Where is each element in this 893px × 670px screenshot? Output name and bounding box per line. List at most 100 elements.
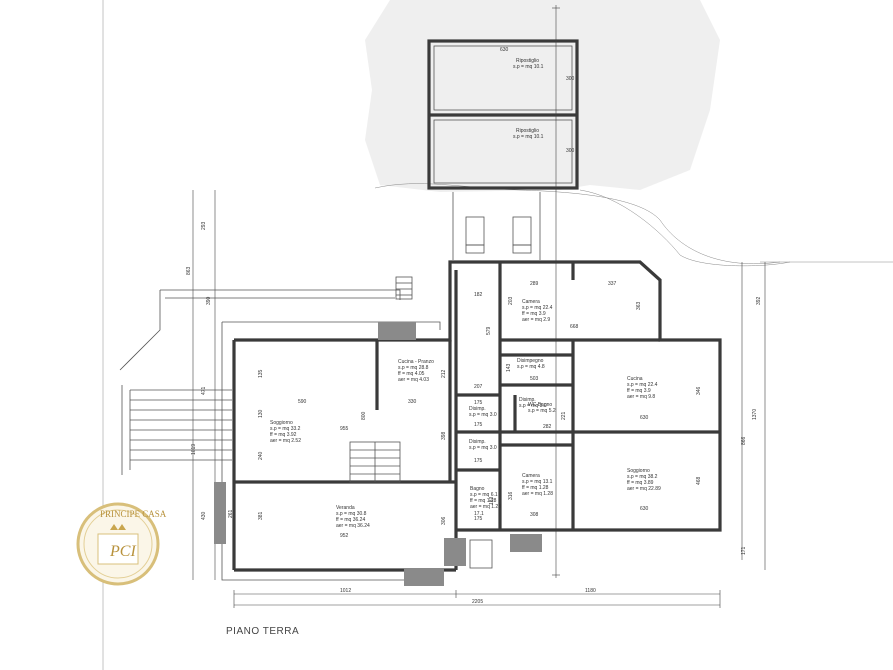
left-terrace (119, 276, 441, 581)
room-name-soggiorno2: Soggiorno (627, 468, 650, 474)
dim-306: 306 (441, 516, 447, 525)
dim-468: 468 (696, 476, 702, 485)
dim-390: 390 (206, 296, 212, 305)
room-aer-soggiorno2: aer = mq 22.89 (627, 486, 661, 492)
terrain-shading (365, 0, 720, 192)
step-block-2 (214, 482, 226, 544)
room-name-disimp4: Disimp. (519, 397, 536, 403)
dim-293: 293 (201, 221, 207, 230)
room-sp-camera1: s.p = mq 22.4 (522, 305, 553, 311)
dim-300b: 300 (566, 148, 575, 154)
dim-863: 863 (186, 266, 192, 275)
dim-300a: 300 (566, 76, 575, 82)
room-sp-soggiorno1: s.p = mq 33.2 (270, 426, 301, 432)
room-ff-camera2: ff = mq 1.28 (522, 485, 549, 491)
dim-1370: 1370 (752, 409, 758, 420)
room-name-disimpegno: Disimpegno (517, 358, 544, 364)
room-ff-soggiorno2: ff = mq 3.89 (627, 480, 654, 486)
dim-143: 143 (506, 363, 512, 372)
room-aer-camera1: aer = mq 2.9 (522, 317, 550, 323)
room-area-ripostiglio1: s.p = mq 10.1 (513, 64, 544, 70)
room-sp-disimp3: s.p = mq 3.0 (469, 445, 497, 451)
room-sp-disimp2: s.p = mq 3.0 (469, 412, 497, 418)
dim-130: 130 (258, 409, 264, 418)
room-name-veranda: Veranda (336, 505, 355, 511)
room-aer-camera2: aer = mq 1.28 (522, 491, 553, 497)
dim-955: 955 (340, 426, 349, 432)
dim-471: 471 (201, 386, 207, 395)
room-labels: Soggiorno s.p = mq 33.2 ff = mq 3.92 aer… (270, 299, 661, 529)
dim-175b: 175 (474, 422, 483, 428)
room-aer-cucina2: aer = mq 9.8 (627, 394, 655, 400)
dim-381: 381 (258, 511, 264, 520)
room-sp-cucina2: s.p = mq 22.4 (627, 382, 658, 388)
dim-346: 346 (696, 386, 702, 395)
room-name-soggiorno1: Soggiorno (270, 420, 293, 426)
dim-289: 289 (530, 281, 539, 287)
principe-casa-logo: PCI PRINCIPE CASA (76, 502, 167, 586)
room-name-ripostiglio1: Ripostiglio (516, 58, 539, 64)
room-sp-disimpegno: s.p = mq 4.8 (517, 364, 545, 370)
storage-block: Ripostiglio s.p = mq 10.1 Ripostiglio s.… (427, 39, 579, 190)
room-sp-veranda: s.p = mq 30.8 (336, 511, 367, 517)
logo-monogram: PCI (109, 543, 136, 560)
logo-name: PRINCIPE CASA (100, 509, 167, 519)
dim-952: 952 (340, 533, 349, 539)
dim-175a: 175 (474, 400, 483, 406)
dim-17: 17.1 (474, 511, 484, 517)
room-name-camera2: Camera (522, 473, 540, 479)
dim-630a: 630 (640, 415, 649, 421)
step-block-1 (378, 322, 416, 340)
right-dimensions: 392 1370 866 171 (741, 262, 766, 570)
room-name-camera1: Camera (522, 299, 540, 305)
step-block-5 (510, 534, 542, 552)
dim-330: 330 (408, 399, 417, 405)
room-aer-bagno2: aer = mq 1.28 (470, 504, 501, 510)
dim-630b: 630 (640, 506, 649, 512)
dim-2205: 2205 (472, 599, 483, 605)
room-area-ripostiglio2: s.p = mq 10.1 (513, 134, 544, 140)
dim-182: 182 (474, 292, 483, 298)
room-name-cucina1: Cucina - Pranzo (398, 359, 434, 365)
dim-261: 261 (228, 509, 234, 518)
dim-363: 363 (636, 301, 642, 310)
dim-430: 430 (201, 511, 207, 520)
dim-398: 398 (441, 431, 447, 440)
dim-203: 203 (508, 296, 514, 305)
step-block-3 (404, 568, 444, 586)
dim-590: 590 (298, 399, 307, 405)
room-sp-disimp4: s.p = mq 3.0 (519, 403, 547, 409)
room-sp-bagno2: s.p = mq 6.1 (470, 492, 498, 498)
dim-800: 800 (361, 411, 367, 420)
dim-221: 221 (561, 411, 567, 420)
dim-175c: 175 (474, 458, 483, 464)
dim-392: 392 (756, 296, 762, 305)
dim-282: 282 (543, 424, 552, 430)
house-walls (232, 260, 722, 572)
dim-1180: 1180 (585, 588, 596, 594)
interior-dimensions: 590 330 955 800 398 240 130 135 212 182 … (228, 281, 702, 539)
dim-135: 135 (258, 369, 264, 378)
room-sp-soggiorno2: s.p = mq 38.2 (627, 474, 658, 480)
dim-1019: 1019 (191, 444, 197, 455)
dim-866: 866 (741, 436, 747, 445)
dim-171: 171 (741, 546, 747, 555)
dim-212: 212 (441, 369, 447, 378)
dim-top-630: 630 (500, 47, 509, 53)
room-ff-veranda: ff = mq 36.24 (336, 517, 365, 523)
room-name-disimp3: Disimp. (469, 439, 486, 445)
room-sp-cucina1: s.p = mq 28.8 (398, 365, 429, 371)
step-block-4 (444, 538, 466, 566)
room-name-bagno2: Bagno (470, 486, 485, 492)
dim-207: 207 (474, 384, 483, 390)
dim-183: 183 (489, 496, 495, 505)
dim-1012: 1012 (340, 588, 351, 594)
dim-308: 308 (530, 512, 539, 518)
dim-240: 240 (258, 451, 264, 460)
dim-175d: 175 (474, 516, 483, 522)
room-ff-bagno2: ff = mq 1.28 (470, 498, 497, 504)
left-dimensions: 293 863 390 471 1019 430 (186, 190, 216, 580)
dim-668: 668 (570, 324, 579, 330)
room-name-ripostiglio2: Ripostiglio (516, 128, 539, 134)
